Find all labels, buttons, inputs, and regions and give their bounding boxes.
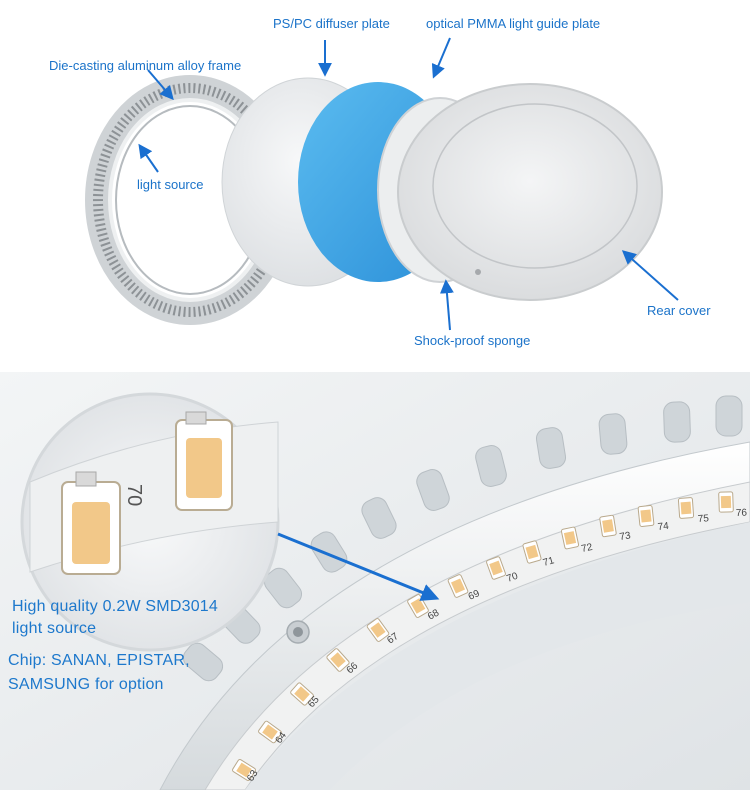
led-number: 75 [697,513,709,525]
chip-line-1: Chip: SANAN, EPISTAR, [8,652,190,669]
label-frame: Die-casting aluminum alloy frame [49,58,242,73]
label-rear-cover: Rear cover [647,303,711,318]
exploded-view-panel: Die-casting aluminum alloy frame PS/PC d… [0,0,750,372]
magnified-led [175,411,233,511]
feature-line-1: High quality 0.2W SMD3014 [12,598,218,615]
screw-hole [286,620,310,644]
label-sponge: Shock-proof sponge [414,333,531,348]
label-diffuser: PS/PC diffuser plate [273,16,390,31]
magnified-led-number: 70 [123,484,145,506]
label-light-source: light source [137,177,204,192]
annotation-arrows [138,37,679,331]
led-number: 71 [542,555,556,569]
label-light-guide: optical PMMA light guide plate [426,16,601,31]
led-closeup-panel: 63 64 65 66 67 68 69 70 71 72 73 74 75 7… [0,372,750,790]
heat-sink-fins [182,395,743,682]
magnifier-circle: 70 [20,392,280,652]
exploded-view-illustration [85,37,679,331]
led-number: 72 [580,542,594,555]
magnified-led [61,471,121,575]
led-chip-row [232,491,734,781]
chip-line-2: SAMSUNG for option [8,676,164,693]
led-strip-illustration: 63 64 65 66 67 68 69 70 71 72 73 74 75 7… [0,372,750,790]
led-number: 76 [736,508,748,519]
led-number: 74 [657,521,670,533]
led-number: 70 [505,571,520,585]
rear-cover [397,83,663,301]
magnifier-arrow [277,532,440,601]
feature-line-2: light source [12,620,97,637]
led-number: 73 [619,530,632,543]
led-number: 68 [426,607,442,622]
led-number: 69 [467,588,482,603]
